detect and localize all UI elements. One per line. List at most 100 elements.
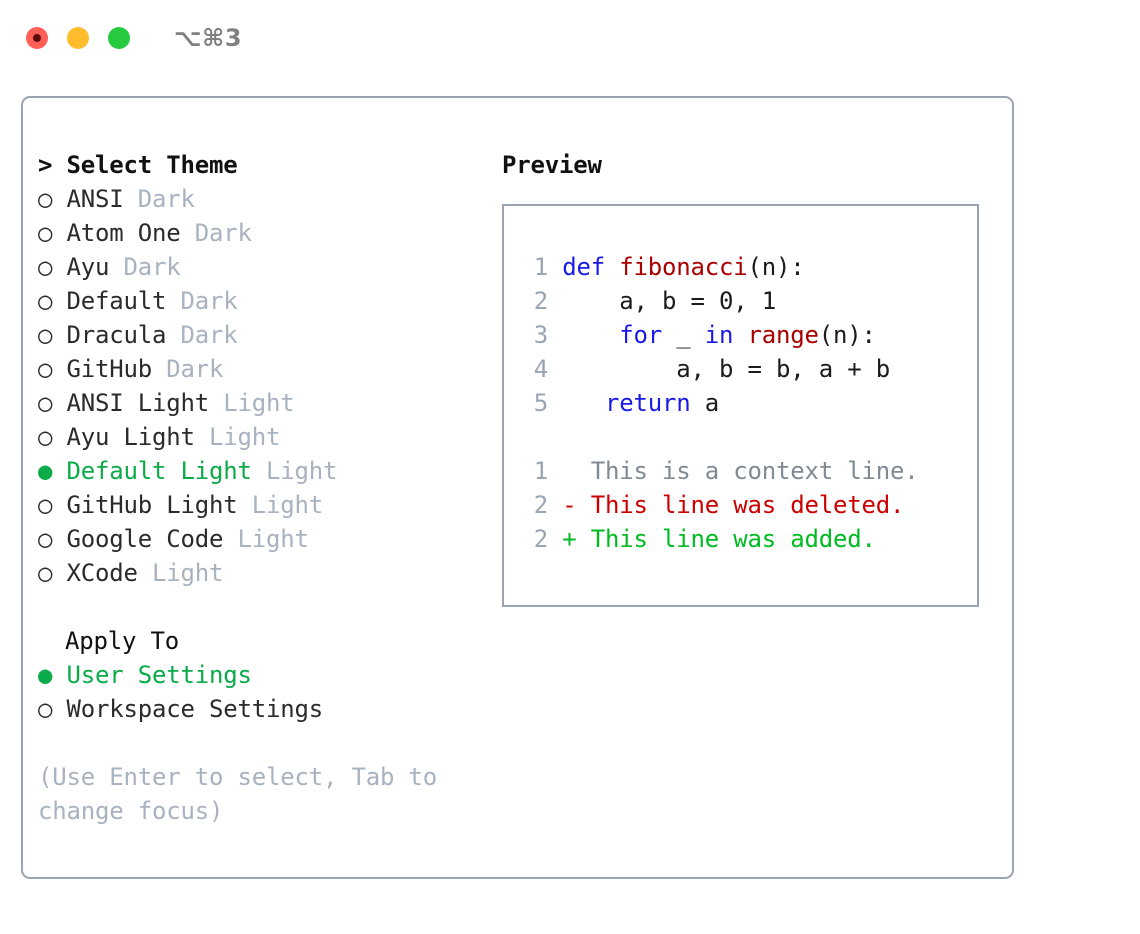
radio-selected-icon: ● bbox=[38, 661, 67, 689]
option-tag: Light bbox=[209, 389, 295, 417]
code-line-0: 1 def fibonacci(n): bbox=[522, 250, 977, 284]
line-number: 2 bbox=[533, 491, 548, 519]
dialog-card: > Select Theme ○ ANSI Dark○ Atom One Dar… bbox=[21, 96, 1014, 879]
option-label: Ayu bbox=[66, 253, 110, 281]
diff-sample: 1 This is a context line.2 - This line w… bbox=[522, 454, 977, 556]
theme-option-0[interactable]: ○ ANSI Dark bbox=[38, 182, 488, 216]
minimize-window-icon[interactable] bbox=[67, 27, 89, 49]
theme-option-4[interactable]: ○ Dracula Dark bbox=[38, 318, 488, 352]
code-token-plain bbox=[562, 321, 619, 349]
radio-unselected-icon: ○ bbox=[38, 525, 67, 553]
keyboard-shortcut-label: ⌥⌘3 bbox=[174, 24, 243, 52]
traffic-lights bbox=[26, 27, 130, 49]
apply-option-0[interactable]: ● User Settings bbox=[38, 658, 488, 692]
theme-option-11[interactable]: ○ XCode Light bbox=[38, 556, 488, 590]
line-number: 1 bbox=[533, 253, 548, 281]
code-token-plain: a, b = b, a + b bbox=[562, 355, 890, 383]
option-tag: Light bbox=[137, 559, 224, 587]
radio-unselected-icon: ○ bbox=[38, 491, 67, 519]
option-label: GitHub bbox=[66, 355, 153, 383]
radio-unselected-icon: ○ bbox=[38, 219, 67, 247]
code-line-1: 2 a, b = 0, 1 bbox=[522, 284, 977, 318]
theme-option-8[interactable]: ● Default Light Light bbox=[38, 454, 488, 488]
radio-unselected-icon: ○ bbox=[38, 423, 67, 451]
diff-text: This is a context line. bbox=[548, 457, 919, 485]
recording-dot-icon bbox=[33, 34, 41, 42]
radio-unselected-icon: ○ bbox=[38, 185, 67, 213]
theme-option-1[interactable]: ○ Atom One Dark bbox=[38, 216, 488, 250]
code-token-plain: (n): bbox=[747, 253, 805, 281]
line-number: 2 bbox=[533, 287, 548, 315]
select-theme-header: > Select Theme bbox=[38, 151, 238, 179]
theme-option-9[interactable]: ○ GitHub Light Light bbox=[38, 488, 488, 522]
code-token-kw: in bbox=[704, 321, 748, 349]
radio-unselected-icon: ○ bbox=[38, 253, 67, 281]
apply-to-list[interactable]: ● User Settings○ Workspace Settings bbox=[38, 658, 488, 726]
theme-option-5[interactable]: ○ GitHub Dark bbox=[38, 352, 488, 386]
option-tag: Dark bbox=[180, 219, 252, 247]
option-tag: Dark bbox=[166, 287, 238, 315]
option-label: Default bbox=[66, 287, 167, 315]
theme-selector-panel: > Select Theme ○ ANSI Dark○ Atom One Dar… bbox=[23, 98, 488, 877]
radio-unselected-icon: ○ bbox=[38, 287, 67, 315]
gutter-space bbox=[548, 355, 562, 383]
hint-spacer bbox=[38, 726, 488, 760]
diff-text: - This line was deleted. bbox=[548, 491, 905, 519]
radio-unselected-icon: ○ bbox=[38, 389, 67, 417]
option-label: User Settings bbox=[66, 661, 252, 689]
code-token-plain: a, b = 0, 1 bbox=[562, 287, 776, 315]
diff-line-1: 2 - This line was deleted. bbox=[522, 488, 977, 522]
radio-selected-icon: ● bbox=[38, 457, 67, 485]
theme-option-7[interactable]: ○ Ayu Light Light bbox=[38, 420, 488, 454]
code-token-kw: for bbox=[619, 321, 662, 349]
option-tag: Light bbox=[251, 457, 338, 485]
option-label: Workspace Settings bbox=[66, 695, 324, 723]
option-tag: Light bbox=[223, 525, 309, 553]
option-tag: Dark bbox=[123, 185, 195, 213]
option-label: ANSI Light bbox=[66, 389, 210, 417]
option-tag: Dark bbox=[109, 253, 181, 281]
radio-unselected-icon: ○ bbox=[38, 355, 67, 383]
theme-list[interactable]: ○ ANSI Dark○ Atom One Dark○ Ayu Dark○ De… bbox=[38, 182, 488, 590]
radio-unselected-icon: ○ bbox=[38, 559, 67, 587]
code-token-fn: range bbox=[747, 321, 819, 349]
radio-unselected-icon: ○ bbox=[38, 695, 67, 723]
code-token-fn: fibonacci bbox=[619, 253, 748, 281]
preview-title: Preview bbox=[502, 151, 602, 179]
code-line-4: 5 return a bbox=[522, 386, 977, 420]
option-label: Dracula bbox=[66, 321, 167, 349]
preview-panel: Preview 1 def fibonacci(n):2 a, b = 0, 1… bbox=[488, 98, 1012, 877]
line-number: 3 bbox=[533, 321, 548, 349]
gutter-space bbox=[548, 287, 562, 315]
option-label: XCode bbox=[66, 559, 138, 587]
gutter-space bbox=[548, 389, 562, 417]
gutter-space bbox=[548, 253, 562, 281]
diff-line-0: 1 This is a context line. bbox=[522, 454, 977, 488]
code-token-kw: return bbox=[605, 389, 691, 417]
close-window-icon[interactable] bbox=[26, 27, 48, 49]
radio-unselected-icon: ○ bbox=[38, 321, 67, 349]
option-label: Default Light bbox=[66, 457, 252, 485]
list-spacer bbox=[38, 590, 488, 624]
diff-line-2: 2 + This line was added. bbox=[522, 522, 977, 556]
apply-to-label: Apply To bbox=[65, 627, 179, 655]
theme-option-10[interactable]: ○ Google Code Light bbox=[38, 522, 488, 556]
code-line-2: 3 for _ in range(n): bbox=[522, 318, 977, 352]
code-token-kw: def bbox=[562, 253, 620, 281]
title-bar: ⌥⌘3 bbox=[0, 0, 1140, 76]
option-label: Atom One bbox=[66, 219, 181, 247]
theme-option-2[interactable]: ○ Ayu Dark bbox=[38, 250, 488, 284]
apply-option-1[interactable]: ○ Workspace Settings bbox=[38, 692, 488, 726]
option-label: Ayu Light bbox=[66, 423, 195, 451]
option-label: ANSI bbox=[66, 185, 124, 213]
maximize-window-icon[interactable] bbox=[108, 27, 130, 49]
code-token-plain: (n): bbox=[818, 321, 876, 349]
option-tag: Light bbox=[194, 423, 281, 451]
theme-option-6[interactable]: ○ ANSI Light Light bbox=[38, 386, 488, 420]
theme-option-3[interactable]: ○ Default Dark bbox=[38, 284, 488, 318]
code-token-plain bbox=[562, 389, 605, 417]
code-token-plain: _ bbox=[662, 321, 705, 349]
